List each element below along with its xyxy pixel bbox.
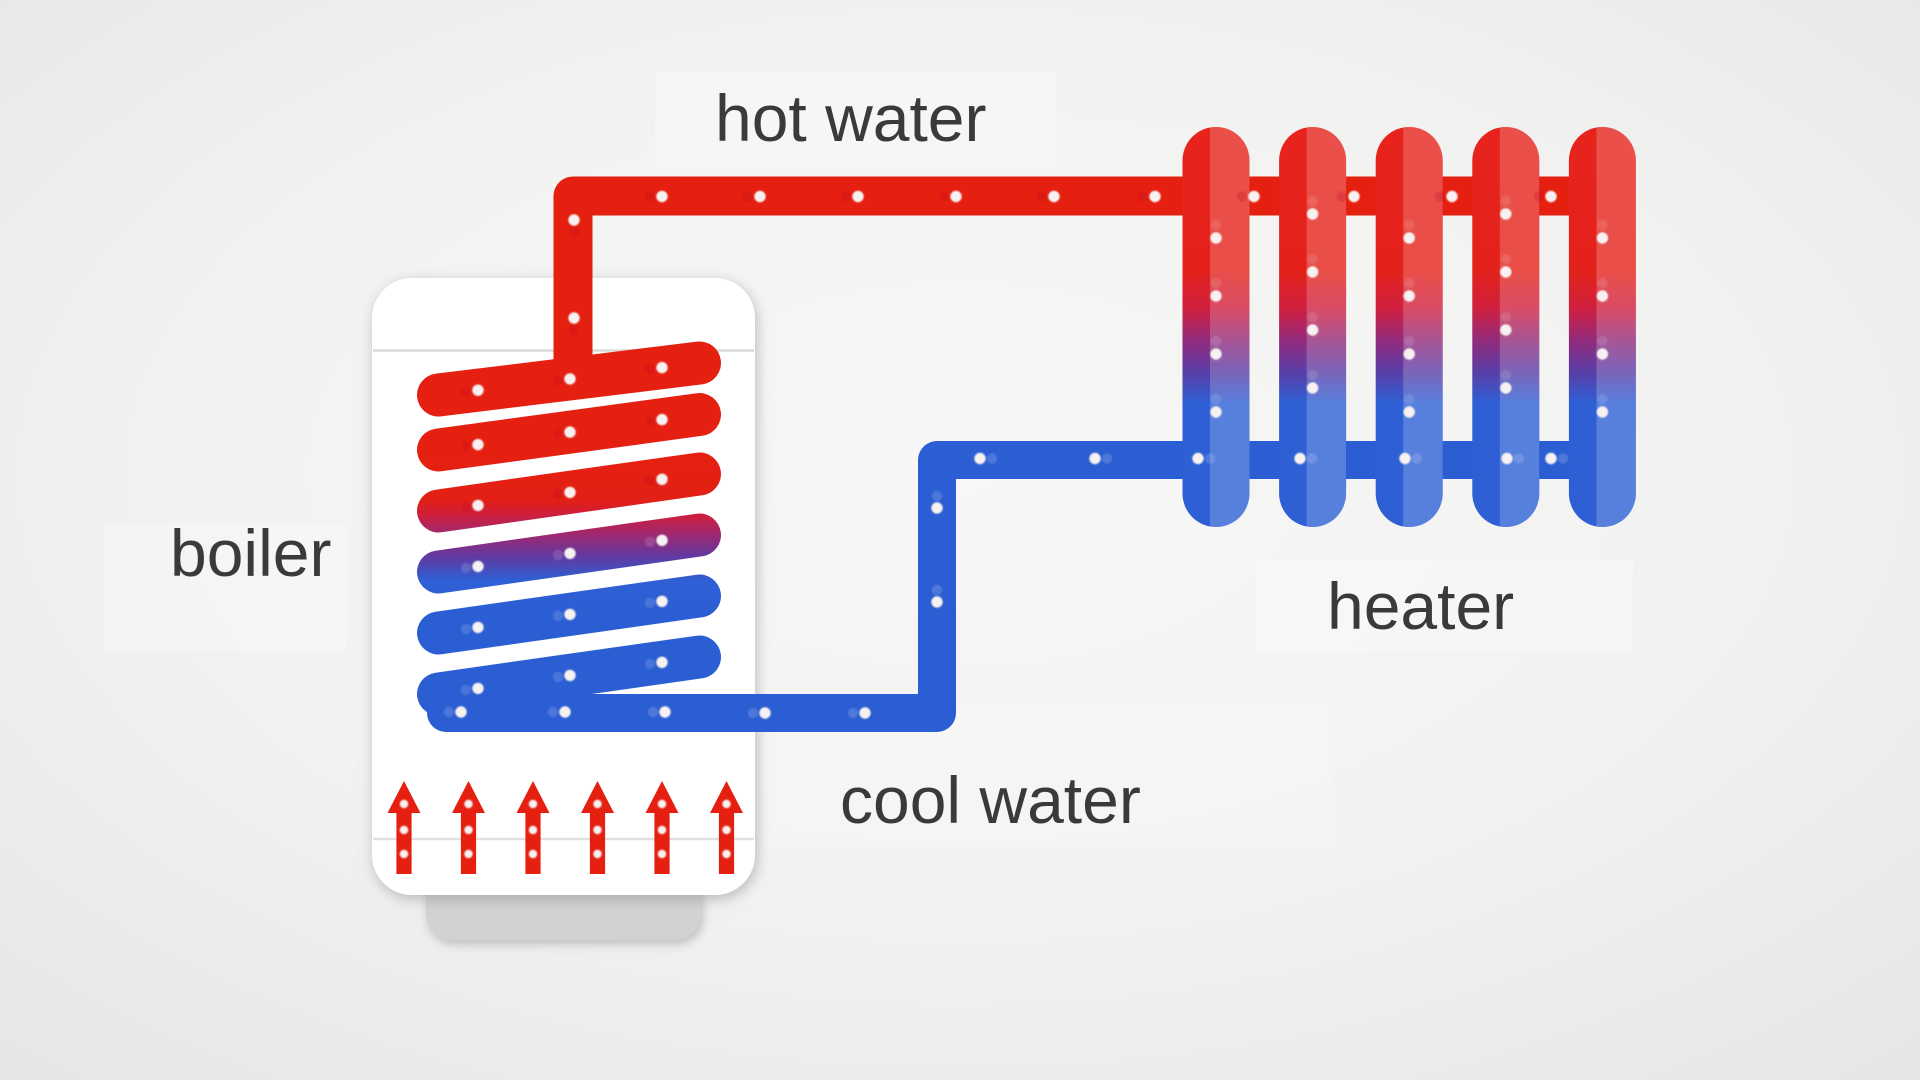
svg-text:boiler: boiler [170, 516, 331, 590]
svg-text:cool water: cool water [840, 763, 1141, 837]
svg-text:heater: heater [1327, 569, 1514, 643]
svg-text:hot water: hot water [715, 81, 986, 155]
